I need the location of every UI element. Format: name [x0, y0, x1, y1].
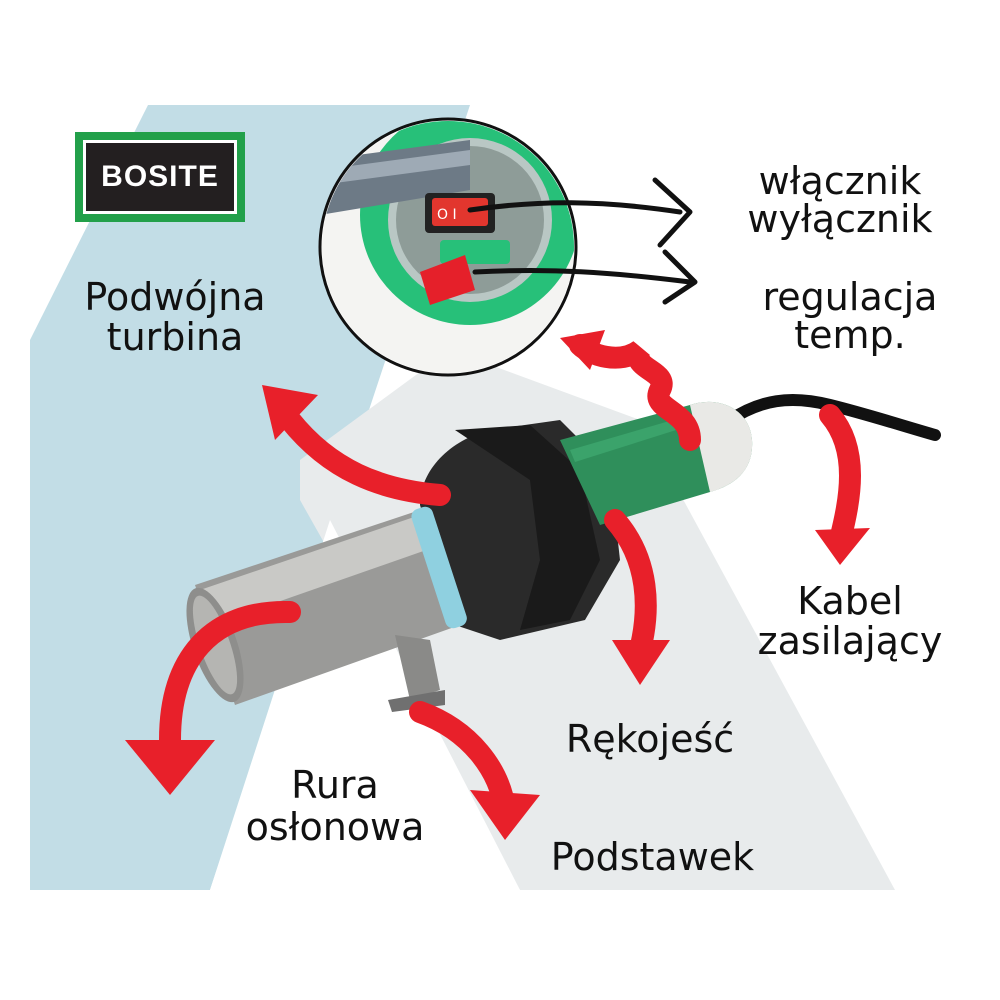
- label-handle: Rękojeść: [565, 717, 735, 761]
- bosite-logo: BOSITE: [75, 132, 245, 222]
- arrow-turbine: [279, 409, 451, 506]
- arrow-switch: [569, 334, 701, 451]
- label-power-cable: Kabel zasilający: [757, 579, 943, 663]
- arrow-cable: [819, 404, 861, 551]
- leader-arrows: [467, 177, 698, 305]
- label-stand: Podstawek: [550, 835, 755, 879]
- arrow-handle: [604, 509, 657, 661]
- red-arrowheads: [125, 330, 870, 840]
- background-white-wedge: [210, 520, 520, 890]
- switch-symbols: O I: [437, 207, 457, 223]
- red-arrows: [159, 334, 861, 821]
- label-protective-tube: Rura osłonowa: [245, 763, 425, 849]
- label-twin-turbine: Podwójna turbina: [84, 275, 266, 359]
- handle: [560, 401, 753, 525]
- arrow-tube: [159, 600, 301, 751]
- label-temp-control: regulacja temp.: [762, 275, 938, 357]
- label-switch: włącznik wyłącznik: [747, 159, 933, 241]
- logo-text: BOSITE: [101, 160, 219, 193]
- turbine-housing: [411, 420, 620, 640]
